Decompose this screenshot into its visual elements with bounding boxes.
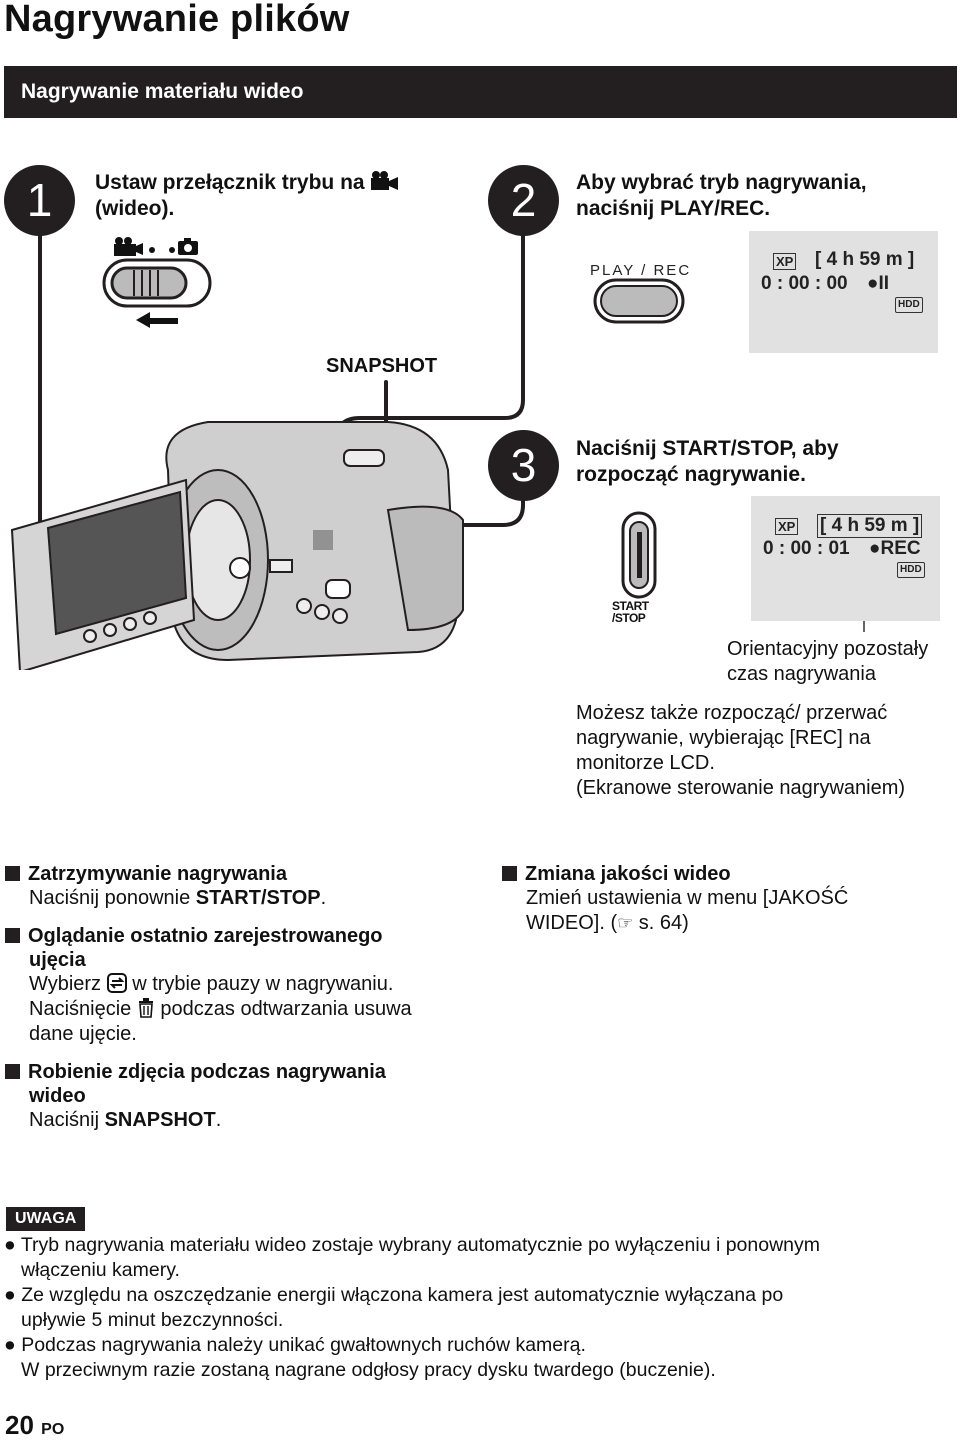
note-item: ● Podczas nagrywania należy unikać gwałt…	[4, 1334, 716, 1381]
lcd-control-note: Możesz także rozpocząć/ przerwać nagrywa…	[576, 702, 906, 799]
section-stop-recording: Zatrzymywanie nagrywania Naciśnij ponown…	[5, 862, 465, 911]
start-stop-button	[621, 511, 657, 599]
lcd-remaining-time: [ 4 h 59 m ]	[817, 514, 923, 538]
lcd-remaining-time: [ 4 h 59 m ]	[815, 249, 915, 270]
section-video-quality: Zmiana jakości wideo Zmień ustawienia w …	[502, 862, 942, 936]
section-marker-icon	[5, 1064, 20, 1079]
section-marker-icon	[5, 928, 20, 943]
step-1-text: Ustaw przełącznik trybu na (wideo).	[95, 170, 400, 222]
video-camera-icon	[371, 171, 399, 190]
lcd-status: ●II	[867, 273, 890, 294]
note-item: ● Tryb nagrywania materiału wideo zostaj…	[4, 1234, 821, 1281]
step-2-text: Aby wybrać tryb nagrywania, naciśnij PLA…	[576, 171, 867, 220]
arrow-left-icon	[136, 312, 178, 328]
start-stop-label: START/STOP	[612, 599, 649, 625]
lcd-counter: 0 : 00 : 00	[761, 273, 848, 294]
play-rec-label: PLAY / REC	[590, 262, 692, 279]
note-item: ● Ze względu na oszczędzanie energii włą…	[4, 1284, 784, 1331]
step-2-number: 2	[488, 165, 559, 236]
lcd-counter: 0 : 00 : 01	[763, 538, 850, 559]
page-number: 20 PO	[5, 1410, 65, 1440]
playback-review-icon	[106, 973, 127, 993]
lcd-display-recording: XP [ 4 h 59 m ] 0 : 00 : 01 ●REC HDD	[751, 496, 940, 621]
remaining-time-callout: Orientacyjny pozostały czas nagrywania	[727, 638, 929, 685]
note-badge: UWAGA	[6, 1207, 86, 1231]
hdd-icon: HDD	[897, 562, 925, 578]
photo-mode-icon	[169, 238, 198, 255]
lcd-display-pause: XP [ 4 h 59 m ] 0 : 00 : 00 ●II HDD	[749, 231, 938, 353]
hdd-icon: HDD	[895, 297, 923, 313]
page-title: Nagrywanie plików	[4, 0, 350, 40]
snapshot-label: SNAPSHOT	[326, 355, 438, 377]
lcd-status: ●REC	[869, 538, 921, 559]
section-snapshot-recording: Robienie zdjęcia podczas nagrywania wide…	[5, 1060, 475, 1133]
lcd-mode-xp: XP	[775, 518, 799, 535]
note-list: ● Tryb nagrywania materiału wideo zostaj…	[4, 1233, 944, 1383]
section-marker-icon	[502, 866, 517, 881]
video-mode-icon	[114, 237, 155, 256]
step-3-text: Naciśnij START/STOP, aby rozpocząć nagry…	[576, 437, 839, 486]
trash-icon	[138, 998, 153, 1018]
step-1-number: 1	[4, 165, 75, 236]
section-marker-icon	[5, 866, 20, 881]
mode-switch-illustration	[102, 237, 212, 328]
section-header-bar: Nagrywanie materiału wideo	[4, 66, 957, 118]
camcorder-illustration	[10, 421, 464, 670]
lcd-mode-xp: XP	[773, 253, 797, 270]
page-reference-icon: ☞	[617, 913, 634, 933]
step-3-number: 3	[488, 430, 559, 501]
play-rec-button	[593, 278, 685, 324]
section-review-last: Oglądanie ostatnio zarejestrowanego ujęc…	[5, 924, 475, 1047]
